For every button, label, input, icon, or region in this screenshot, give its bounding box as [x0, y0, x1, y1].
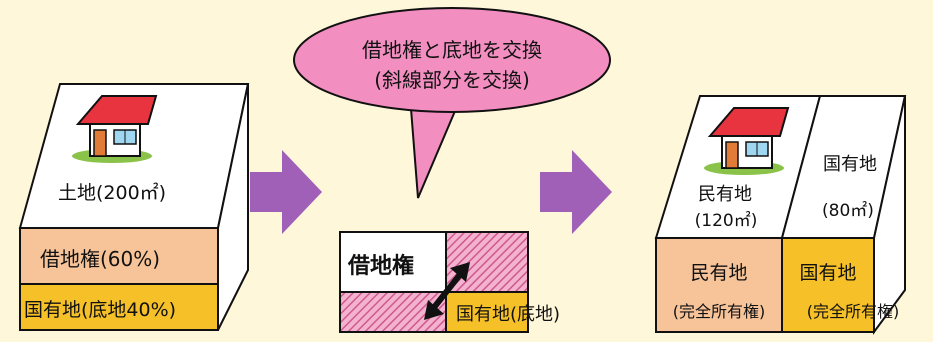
state-land-front-label: 国有地 [799, 262, 857, 284]
exchange-bottom-land-label: 国有地(底地) [456, 304, 561, 325]
leasehold-label: 借地権(60%) [40, 247, 161, 271]
speech-bubble [293, 7, 611, 199]
double-arrow-icon [424, 262, 470, 320]
bubble-line-1: 借地権と底地を交換 [362, 38, 542, 62]
right-arrow-icon [540, 150, 612, 234]
state-land-label: 国有地(底地40%) [24, 299, 177, 321]
state-land-front-sub: (完全所有権) [806, 302, 900, 321]
right-land-block [654, 95, 907, 336]
bubble-line-2: (斜線部分を交換) [374, 68, 530, 92]
private-land-front-sub: (完全所有権) [672, 302, 766, 321]
private-land-area: (120㎡) [694, 211, 758, 231]
exchange-block [339, 231, 529, 333]
right-arrow-icon [250, 150, 322, 234]
land-area-label: 土地(200㎡) [58, 182, 167, 204]
exchange-leasehold-label: 借地権 [348, 254, 415, 279]
state-land-area: (80㎡) [822, 201, 874, 221]
private-land-front-label: 民有地 [690, 262, 748, 284]
state-land-top-label: 国有地 [823, 154, 877, 175]
private-land-top-label: 民有地 [698, 184, 752, 205]
